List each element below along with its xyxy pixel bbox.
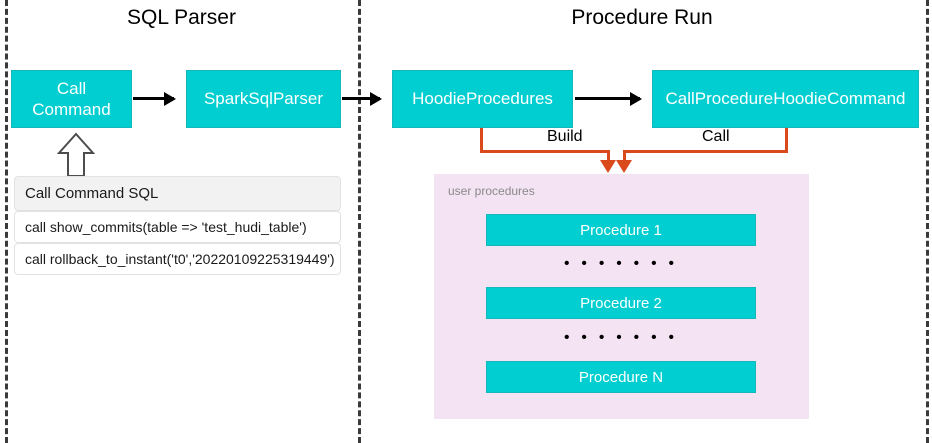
procedure-box-2[interactable]: Procedure 2 bbox=[486, 287, 756, 319]
divider-left bbox=[5, 0, 8, 443]
arrow-spark-sql-parser-to-hoodie-procedures bbox=[342, 91, 382, 106]
arrow-hoodie-procedures-to-call-procedure-hoodie-command bbox=[575, 91, 642, 106]
call-connector-horizontal bbox=[623, 150, 788, 153]
sql-table-row: call show_commits(table => 'test_hudi_ta… bbox=[14, 211, 341, 243]
user-procedures-panel: user procedures Procedure 1 • • • • • • … bbox=[434, 174, 809, 419]
sql-table-header: Call Command SQL bbox=[14, 176, 341, 211]
build-connector-vertical bbox=[480, 128, 483, 153]
procedure-ellipsis: • • • • • • • bbox=[564, 255, 678, 272]
node-hoodie-procedures[interactable]: HoodieProcedures bbox=[392, 70, 573, 128]
procedure-ellipsis: • • • • • • • bbox=[564, 329, 678, 346]
call-command-sql-table: Call Command SQL call show_commits(table… bbox=[14, 176, 341, 275]
node-call-procedure-hoodie-command[interactable]: CallProcedureHoodieCommand bbox=[652, 70, 919, 128]
build-arrowhead bbox=[600, 160, 616, 173]
edge-label-build: Build bbox=[542, 128, 588, 146]
call-arrowhead bbox=[616, 160, 632, 173]
build-connector-horizontal bbox=[480, 150, 610, 153]
procedure-box-1[interactable]: Procedure 1 bbox=[486, 214, 756, 246]
section-title-sql-parser: SQL Parser bbox=[127, 6, 236, 29]
call-connector-drop bbox=[623, 150, 626, 164]
arrow-call-command-to-spark-sql-parser bbox=[133, 91, 176, 106]
sql-table-row: call rollback_to_instant('t0','202201092… bbox=[14, 243, 341, 275]
edge-label-call: Call bbox=[697, 128, 735, 146]
procedure-box-n[interactable]: Procedure N bbox=[486, 361, 756, 393]
divider-right bbox=[926, 0, 929, 443]
arrow-up-icon bbox=[57, 132, 95, 177]
divider-middle bbox=[358, 0, 361, 443]
call-connector-vertical bbox=[785, 128, 788, 153]
build-connector-drop bbox=[607, 150, 610, 164]
section-title-procedure-run: Procedure Run bbox=[571, 6, 713, 29]
user-procedures-label: user procedures bbox=[448, 184, 535, 198]
node-spark-sql-parser[interactable]: SparkSqlParser bbox=[186, 70, 341, 128]
